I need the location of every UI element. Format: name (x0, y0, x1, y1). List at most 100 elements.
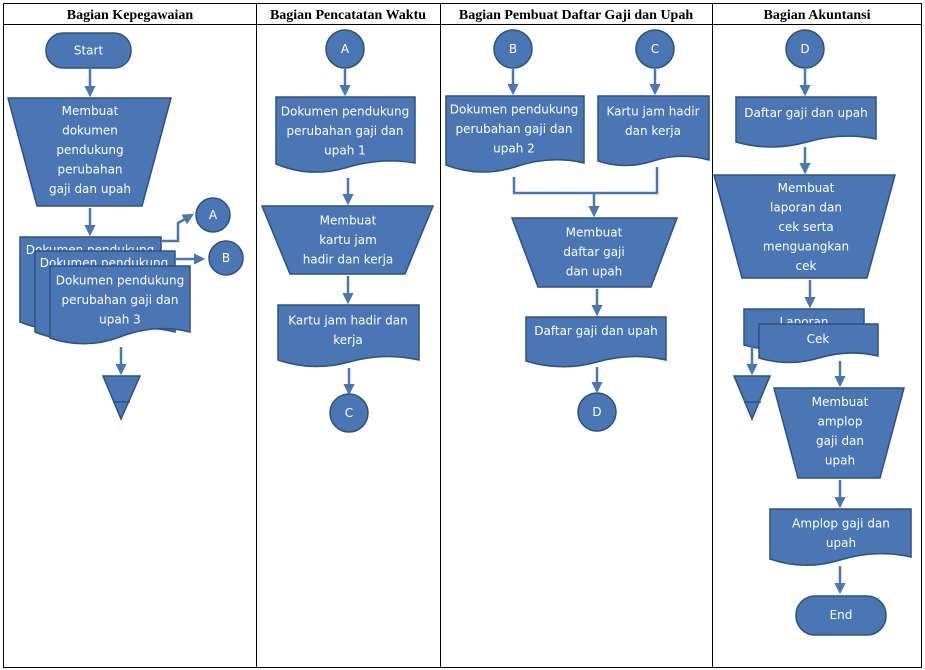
pw-conn-c-line-1: C (345, 406, 353, 420)
connector-c-label: C (345, 406, 353, 420)
ak-conn-d-line-1: D (800, 42, 809, 56)
kp-proc-line-5: gaji dan upah (49, 182, 131, 196)
document-3-label: Dokumen pendukung perubahan gaji dan upah … (56, 274, 185, 327)
merge-line-documents (512, 167, 659, 195)
pd-doc-line-3: upah 2 (493, 142, 535, 156)
pw-proc-line-1: Membuat (320, 214, 377, 228)
connector-a-label-2: A (341, 42, 350, 56)
ak-proc1-line-3: cek serta (778, 220, 833, 234)
document-dokumen-pendukung-1: Dokumen pendukung perubahan gaji dan upah … (275, 96, 416, 173)
kp-conn-b-line-1: B (222, 251, 230, 265)
process-membuat-kartu-jam: Membuat kartu jam hadir dan kerja (260, 205, 435, 275)
document-kartu-jam-label-3: Kartu jam hadir dan kerja (606, 104, 699, 138)
pw-doc-line-3: upah 1 (324, 144, 366, 158)
pw-proc-line-3: hadir dan kerja (303, 253, 394, 267)
pw-conn-a-line-1: A (341, 42, 350, 56)
kp-doc3-line-2: perubahan gaji dan (62, 293, 179, 307)
connector-b-kepegawaian: B (208, 240, 244, 276)
kp-doc3-line-3: upah 3 (99, 313, 141, 327)
document-amplop-label: Amplop gaji dan upah (792, 516, 890, 550)
document-dokumen-pendukung-2: Dokumen pendukung perubahan gaji dan upah … (445, 95, 585, 173)
document-kartu-jam-hadir: Kartu jam hadir dan kerja (277, 304, 420, 368)
document-cek-label: Cek (807, 332, 830, 346)
document-stack-akuntansi: Laporan Cek (743, 308, 879, 364)
pd-doc-line-2: perubahan gaji dan (456, 122, 573, 136)
lane-title-kepegawaian: Bagian Kepegawaian (67, 8, 194, 23)
kp-proc-line-4: perubahan (57, 163, 122, 177)
pw-doc-line-2: perubahan gaji dan (287, 124, 404, 138)
pd-proc-line-2: daftar gaji (563, 245, 624, 259)
pd-doc-line-1: Dokumen pendukung (450, 103, 579, 117)
document-dokumen-2-label: Dokumen pendukung perubahan gaji dan upah … (450, 103, 579, 156)
document-daftar-gaji-label-4: Daftar gaji dan upah (744, 106, 867, 120)
lane-title-pencatatan-waktu: Bagian Pencatatan Waktu (270, 8, 426, 23)
connector-c-pencatatan: C (329, 393, 369, 433)
kp-proc-line-1: Membuat (62, 104, 119, 118)
start-label: Start (74, 44, 104, 58)
connector-b-label: B (222, 251, 230, 265)
process-membuat-dokumen-label: Membuat dokumen pendukung perubahan gaji dan… (49, 104, 131, 196)
pd-kartu-line-1: Kartu jam hadir (606, 104, 699, 118)
document-stack-kepegawaian: Dokumen pendukung Dokumen pendukung Doku… (19, 236, 191, 345)
connector-a-label: A (209, 208, 218, 222)
document-kartu-jam-pembuat: Kartu jam hadir dan kerja (597, 95, 710, 167)
ak-daftar-line-1: Daftar gaji dan upah (744, 106, 867, 120)
connector-c-label-3: C (651, 42, 659, 56)
ak-proc1-line-1: Membuat (778, 181, 835, 195)
connector-c-pembuat: C (635, 29, 675, 69)
archive-akuntansi (732, 375, 772, 421)
lane-title-pembuat-daftar-gaji: Bagian Pembuat Daftar Gaji dan Upah (459, 8, 693, 23)
pd-conn-b-line-1: B (509, 42, 517, 56)
end-terminator: End (795, 595, 887, 636)
document-daftar-gaji: Daftar gaji dan upah (525, 316, 667, 368)
kp-proc-line-3: pendukung (56, 143, 123, 157)
connector-d-label-3: D (592, 405, 601, 419)
process-membuat-daftar-gaji: Membuat daftar gaji dan upah (510, 217, 679, 288)
kp-conn-a-line-1: A (209, 208, 218, 222)
start-terminator: Start (45, 32, 132, 69)
pw-kartu-line-1: Kartu jam hadir dan (288, 313, 408, 327)
process-kartu-jam-label: Membuat kartu jam hadir dan kerja (303, 214, 394, 267)
connector-d-label-4: D (800, 42, 809, 56)
ak-cek-line-1: Cek (807, 332, 830, 346)
pd-conn-d-line-1: D (592, 405, 601, 419)
document-daftar-gaji-akuntansi: Daftar gaji dan upah (735, 96, 877, 148)
archive-kepegawaian (101, 375, 142, 421)
pd-proc-line-1: Membuat (566, 226, 623, 240)
connector-b-pembuat: B (493, 29, 533, 69)
ak-amplop-line-2: upah (826, 536, 856, 550)
kp-doc3-line-1: Dokumen pendukung (56, 274, 185, 288)
swimlane-frame (3, 3, 922, 668)
document-dokumen-1-label: Dokumen pendukung perubahan gaji dan upah … (281, 105, 410, 158)
connector-a-kepegawaian: A (195, 197, 231, 233)
document-daftar-gaji-label: Daftar gaji dan upah (534, 324, 657, 338)
arrow-doc-to-connector-a (161, 213, 194, 243)
pd-daftar-line-1: Daftar gaji dan upah (534, 324, 657, 338)
kp-proc-line-2: dokumen (62, 124, 118, 138)
document-amplop-gaji: Amplop gaji dan upah (769, 508, 912, 566)
ak-proc1-line-2: laporan dan (770, 201, 842, 215)
ak-proc2-line-2: amplop (818, 414, 863, 428)
ak-proc1-line-5: cek (796, 259, 817, 273)
pw-proc-line-2: kartu jam (319, 233, 377, 247)
process-daftar-gaji-label: Membuat daftar gaji dan upah (563, 226, 624, 279)
pw-kartu-line-2: kerja (333, 333, 363, 347)
connector-d-akuntansi: D (785, 29, 825, 69)
pd-proc-line-3: dan upah (566, 265, 623, 279)
pw-doc-line-1: Dokumen pendukung (281, 105, 410, 119)
ak-proc2-line-4: upah (825, 453, 855, 467)
ak-proc1-line-4: menguangkan (763, 240, 849, 254)
process-membuat-laporan-cek: Membuat laporan dan cek serta menguangkan ce… (713, 174, 896, 279)
start-line-1: Start (74, 44, 104, 58)
connector-a-pencatatan: A (325, 29, 365, 69)
end-label: End (830, 608, 853, 622)
process-membuat-dokumen-pendukung: Membuat dokumen pendukung perubahan gaji dan… (7, 97, 172, 207)
ak-amplop-line-1: Amplop gaji dan (792, 516, 890, 530)
pd-kartu-line-2: dan kerja (625, 124, 681, 138)
process-laporan-cek-label: Membuat laporan dan cek serta menguangkan ce… (763, 181, 849, 273)
ak-proc2-line-1: Membuat (812, 395, 869, 409)
pd-conn-c-line-1: C (651, 42, 659, 56)
connector-b-label-3: B (509, 42, 517, 56)
